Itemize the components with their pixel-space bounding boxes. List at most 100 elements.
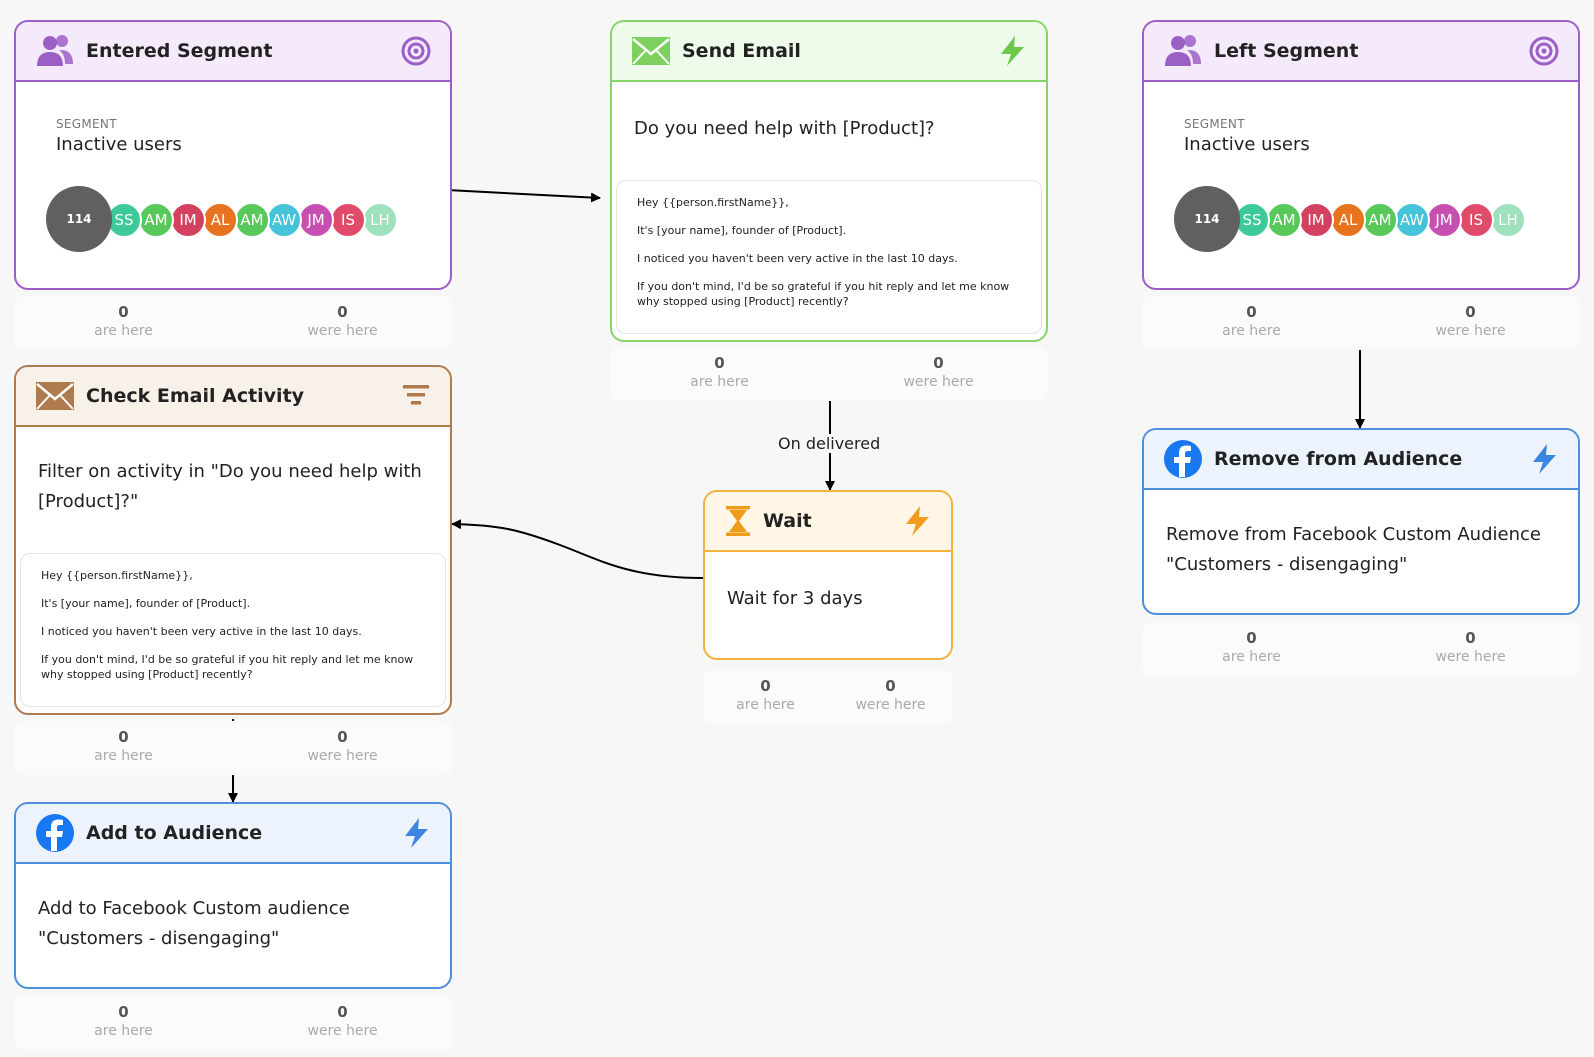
segment-label: SEGMENT <box>1184 117 1245 131</box>
hourglass-icon <box>723 504 753 538</box>
avatar: JM <box>298 202 334 238</box>
wait-node[interactable]: Wait Wait for 3 days <box>703 490 953 660</box>
avatar-stack: 114 SS AM IM AL AM AW JM IS LH <box>46 184 416 254</box>
are-here-label: are here <box>94 1023 153 1039</box>
are-here-label: are here <box>1222 649 1281 665</box>
were-here-label: were here <box>307 1023 378 1039</box>
are-here-count: 0 <box>1246 303 1257 321</box>
are-here-count: 0 <box>760 677 771 695</box>
are-here-label: are here <box>94 748 153 764</box>
entered-segment-stats: 0 are here 0 were here <box>14 296 452 350</box>
entered-segment-node[interactable]: Entered Segment SEGMENT Inactive users 1… <box>14 20 452 290</box>
avatar: AM <box>1362 202 1398 238</box>
email-line: If you don't mind, I'd be so grateful if… <box>41 653 414 681</box>
email-line: Hey {{person.firstName}}, <box>637 196 789 209</box>
email-line: I noticed you haven't been very active i… <box>41 625 362 638</box>
avatar: AW <box>266 202 302 238</box>
filter-icon[interactable] <box>400 380 432 412</box>
edge-label-on-delivered: On delivered <box>776 434 883 453</box>
envelope-icon <box>630 34 672 68</box>
target-icon[interactable] <box>1528 35 1560 67</box>
avatar: JM <box>1426 202 1462 238</box>
avatar: AM <box>138 202 174 238</box>
left-segment-header: Left Segment <box>1144 22 1578 82</box>
node-title: Left Segment <box>1214 40 1359 62</box>
were-here-count: 0 <box>337 728 348 746</box>
avatar: IS <box>330 202 366 238</box>
avatar-stack: 114 SS AM IM AL AM AW JM IS LH <box>1174 184 1544 254</box>
are-here-label: are here <box>94 323 153 339</box>
lightning-icon[interactable] <box>901 505 933 537</box>
node-title: Add to Audience <box>86 822 263 844</box>
remove-from-audience-node[interactable]: Remove from Audience Remove from Faceboo… <box>1142 428 1580 615</box>
avatar: AL <box>202 202 238 238</box>
entered-segment-header: Entered Segment <box>16 22 450 82</box>
are-here-count: 0 <box>118 1003 129 1021</box>
edge-wait-to-check <box>451 519 704 579</box>
were-here-label: were here <box>307 748 378 764</box>
send-email-node[interactable]: Send Email Do you need help with [Produc… <box>610 20 1048 342</box>
lightning-icon[interactable] <box>1528 443 1560 475</box>
envelope-icon <box>34 379 76 413</box>
were-here-label: were here <box>307 323 378 339</box>
were-here-count: 0 <box>933 354 944 372</box>
were-here-label: were here <box>855 697 926 713</box>
are-here-count: 0 <box>714 354 725 372</box>
email-subject: Do you need help with [Product]? <box>634 118 935 139</box>
avatar: SS <box>1234 202 1270 238</box>
filter-description: Filter on activity in "Do you need help … <box>38 461 422 512</box>
avatar: LH <box>1490 202 1526 238</box>
email-line: I noticed you haven't been very active i… <box>637 252 958 265</box>
send-email-stats: 0 are here 0 were here <box>610 347 1048 401</box>
target-icon[interactable] <box>400 35 432 67</box>
avatar: AM <box>234 202 270 238</box>
segment-name: Inactive users <box>1184 134 1310 155</box>
are-here-count: 0 <box>118 303 129 321</box>
email-preview: Hey {{person.firstName}}, It's [your nam… <box>20 553 446 707</box>
wait-description: Wait for 3 days <box>727 588 863 609</box>
are-here-count: 0 <box>1246 629 1257 647</box>
email-line: It's [your name], founder of [Product]. <box>41 597 251 610</box>
lightning-icon[interactable] <box>400 817 432 849</box>
facebook-icon <box>34 814 76 852</box>
avatar: AL <box>1330 202 1366 238</box>
email-line: If you don't mind, I'd be so grateful if… <box>637 280 1010 308</box>
facebook-icon <box>1162 440 1204 478</box>
email-line: It's [your name], founder of [Product]. <box>637 224 847 237</box>
are-here-count: 0 <box>118 728 129 746</box>
avatar: IM <box>170 202 206 238</box>
avatar: IS <box>1458 202 1494 238</box>
add-to-audience-header: Add to Audience <box>16 804 450 864</box>
were-here-label: were here <box>903 374 974 390</box>
add-to-audience-node[interactable]: Add to Audience Add to Facebook Custom a… <box>14 802 452 989</box>
were-here-count: 0 <box>337 303 348 321</box>
node-title: Remove from Audience <box>1214 448 1463 470</box>
lightning-icon[interactable] <box>996 35 1028 67</box>
users-icon <box>1162 34 1204 68</box>
avatar-count: 114 <box>46 186 112 252</box>
edge-entered-to-email <box>446 189 601 203</box>
audience-description: Remove from Facebook Custom Audience "Cu… <box>1166 524 1541 575</box>
node-title: Send Email <box>682 40 801 62</box>
are-here-label: are here <box>1222 323 1281 339</box>
segment-label: SEGMENT <box>56 117 117 131</box>
were-here-count: 0 <box>337 1003 348 1021</box>
node-title: Entered Segment <box>86 40 273 62</box>
wait-header: Wait <box>705 492 951 552</box>
node-title: Check Email Activity <box>86 385 305 407</box>
check-email-activity-stats: 0 are here 0 were here <box>14 721 452 775</box>
avatar: AM <box>1266 202 1302 238</box>
check-email-activity-node[interactable]: Check Email Activity Filter on activity … <box>14 365 452 715</box>
were-here-count: 0 <box>885 677 896 695</box>
add-to-audience-stats: 0 are here 0 were here <box>14 996 452 1050</box>
left-segment-node[interactable]: Left Segment SEGMENT Inactive users 114 … <box>1142 20 1580 290</box>
check-email-activity-header: Check Email Activity <box>16 367 450 427</box>
avatar-count: 114 <box>1174 186 1240 252</box>
node-title: Wait <box>763 510 812 532</box>
send-email-header: Send Email <box>612 22 1046 82</box>
users-icon <box>34 34 76 68</box>
are-here-label: are here <box>690 374 749 390</box>
